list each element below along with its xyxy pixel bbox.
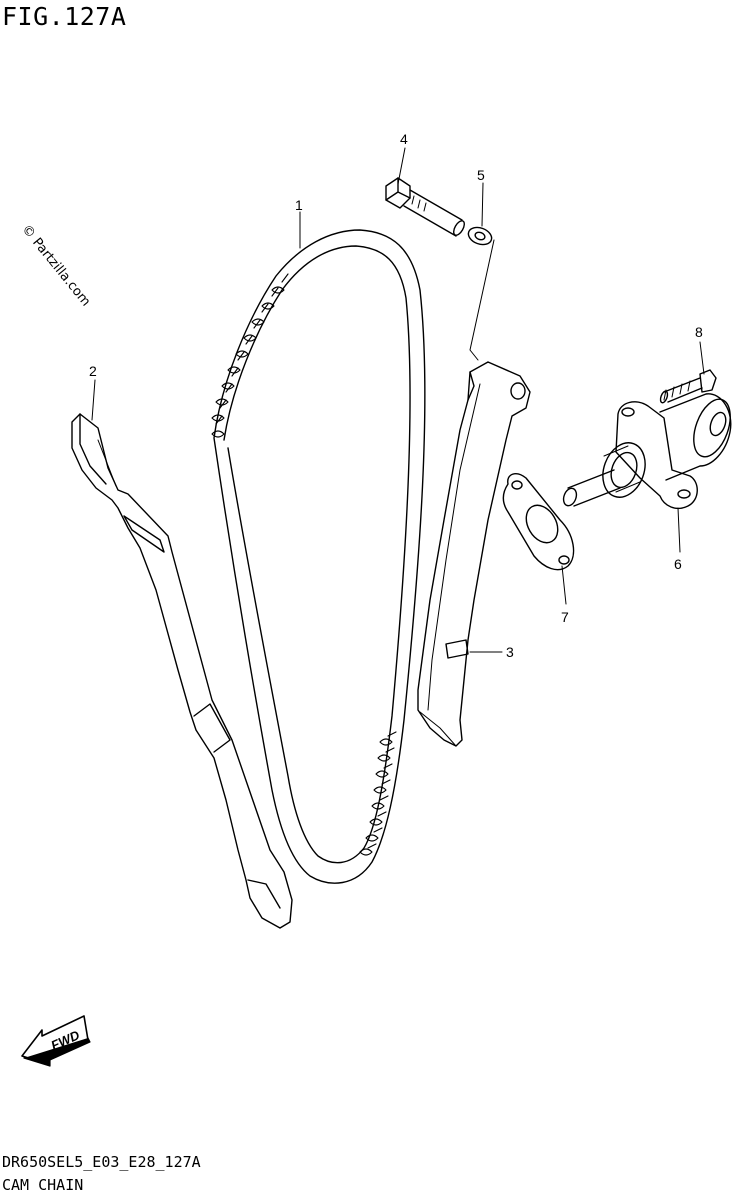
callout-8[interactable]: 8 [695,324,703,340]
callout-6[interactable]: 6 [674,556,682,572]
callout-5[interactable]: 5 [477,167,485,183]
fwd-arrow-icon: FWD [21,1015,91,1067]
callout-7[interactable]: 7 [561,609,569,625]
part-7-gasket[interactable] [502,473,575,571]
part-1-cam-chain[interactable] [211,229,426,884]
part-2-tensioner-guide[interactable] [71,413,293,929]
assembly-line [469,239,495,361]
part-4-bolt[interactable] [385,177,466,237]
callout-3[interactable]: 3 [506,644,514,660]
callout-1[interactable]: 1 [295,197,303,213]
part-5-washer[interactable] [466,224,494,247]
part-3-chain-guide[interactable] [417,361,531,747]
callout-2[interactable]: 2 [89,363,97,379]
model-code: DR650SEL5_E03_E28_127A [2,1153,201,1171]
part-6-tensioner-adjuster[interactable] [561,393,732,510]
callout-4[interactable]: 4 [400,131,408,147]
section-name: CAM CHAIN [2,1176,84,1194]
part-8-bolt[interactable] [659,369,717,404]
figure-title: FIG.127A [2,2,127,31]
leader-lines [91,147,705,653]
